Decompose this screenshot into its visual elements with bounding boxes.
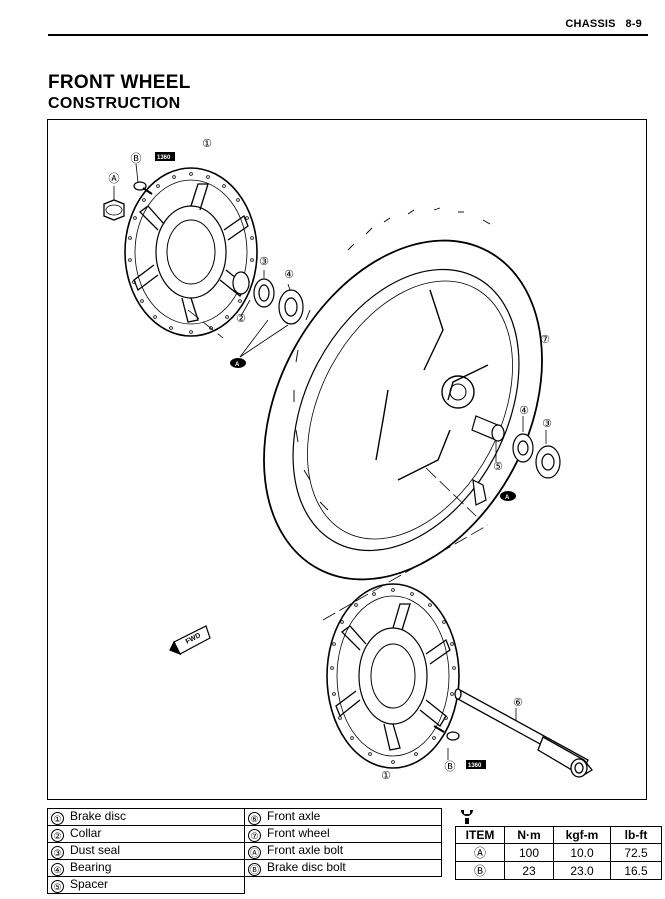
page-title: FRONT WHEEL (48, 72, 191, 93)
torque-table: ITEM N·m kgf-m lb-ft Ⓐ 100 10.0 72.5 Ⓑ 2… (455, 826, 662, 880)
legend-num: ② (51, 829, 64, 842)
legend-row: ⑤ Spacer (47, 876, 442, 894)
legend-text: Brake disc bolt (267, 860, 346, 874)
legend-num: Ⓑ (248, 863, 261, 876)
torque-header-lbft: lb-ft (610, 826, 662, 844)
callout-7: ⑦ (540, 334, 550, 346)
callouts: ① ② ③ ④ ⑤ ⑥ ⑦ ④ ③ ① Ⓐ Ⓑ Ⓑ (109, 138, 553, 782)
torque-header-item: ITEM (455, 826, 505, 844)
legend-num: ⑤ (51, 880, 64, 893)
legend-text: Front wheel (267, 826, 330, 840)
front-axle (454, 688, 593, 778)
legend-text: Spacer (70, 877, 109, 891)
callout-4-bottom: ④ (519, 405, 529, 417)
torque-item: Ⓑ (455, 861, 505, 880)
callout-b-top: Ⓑ (131, 152, 142, 165)
torque-kgfm: 23.0 (553, 861, 611, 880)
torque-item: Ⓐ (455, 843, 505, 862)
page-number: 8-9 (625, 18, 642, 30)
parts-legend: ① Brake disc ⑥ Front axle ② Collar ⑦ Front w… (47, 808, 442, 894)
legend-row: ④ Bearing Ⓑ Brake disc bolt (47, 859, 442, 877)
legend-num: ③ (51, 846, 64, 859)
front-axle-bolt (103, 186, 125, 221)
callout-3-top: ③ (259, 256, 269, 268)
legend-num: ⑥ (248, 812, 261, 825)
legend-row: ② Collar ⑦ Front wheel (47, 825, 442, 843)
lower-brake-disc (326, 583, 460, 769)
page-header: CHASSIS 8-9 (48, 14, 648, 36)
callout-5: ⑤ (493, 461, 503, 473)
legend-num: Ⓐ (248, 846, 261, 859)
legend-num: ④ (51, 863, 64, 876)
fwd-arrow-icon: FWD (169, 625, 211, 656)
legend-text: Brake disc (70, 809, 127, 823)
legend-text: Dust seal (70, 843, 121, 857)
callout-6: ⑥ (513, 697, 523, 709)
callout-a: Ⓐ (109, 172, 120, 185)
torque-nm: 23 (504, 861, 554, 880)
callout-1-top: ① (202, 138, 212, 150)
lower-axle-parts (471, 415, 561, 506)
grease-label-top: A (235, 362, 240, 368)
thread-lock-label-top: 1360 (157, 155, 171, 161)
torque-header-row: ITEM N·m kgf-m lb-ft (455, 826, 662, 844)
exploded-diagram: FWD ① ② ③ ④ ⑤ ⑥ ⑦ ④ ③ ① Ⓐ Ⓑ Ⓑ 1360 1360 … (47, 119, 647, 800)
grease-label-bottom: A (505, 495, 510, 501)
callout-b-bottom: Ⓑ (445, 760, 456, 773)
callout-2: ② (236, 313, 246, 325)
callout-1-bottom: ① (381, 770, 391, 782)
front-wheel (263, 207, 543, 581)
assembly-lines (187, 309, 489, 621)
upper-brake-disc (124, 167, 258, 337)
legend-text: Bearing (70, 860, 112, 874)
legend-row: ① Brake disc ⑥ Front axle (47, 808, 442, 826)
legend-num: ① (51, 812, 64, 825)
torque-header-nm: N·m (504, 826, 554, 844)
header-label: CHASSIS 8-9 (565, 18, 642, 30)
torque-wrench-icon (461, 810, 473, 824)
legend-text: Collar (70, 826, 102, 840)
callout-4-top: ④ (284, 269, 294, 281)
legend-num: ⑦ (248, 829, 261, 842)
legend-row: ③ Dust seal Ⓐ Front axle bolt (47, 842, 442, 860)
thread-lock-badges: 1360 1360 A A (155, 152, 516, 769)
upper-axle-parts (232, 270, 304, 358)
brake-disc-bolt-upper (133, 163, 153, 195)
torque-kgfm: 10.0 (553, 843, 611, 862)
torque-lbft: 16.5 (610, 861, 662, 880)
brake-disc-bolt-lower (433, 725, 460, 760)
page-subtitle: CONSTRUCTION (48, 95, 181, 112)
legend-text: Front axle bolt (267, 843, 344, 857)
torque-header-kgfm: kgf-m (553, 826, 611, 844)
torque-row: Ⓐ 100 10.0 72.5 (455, 843, 662, 862)
header-rule (48, 34, 648, 36)
torque-nm: 100 (504, 843, 554, 862)
torque-row: Ⓑ 23 23.0 16.5 (455, 861, 662, 880)
callout-3-bottom: ③ (542, 418, 552, 430)
torque-lbft: 72.5 (610, 843, 662, 862)
section-name: CHASSIS (565, 18, 616, 30)
legend-text: Front axle (267, 809, 321, 823)
thread-lock-label-bottom: 1360 (468, 763, 482, 769)
